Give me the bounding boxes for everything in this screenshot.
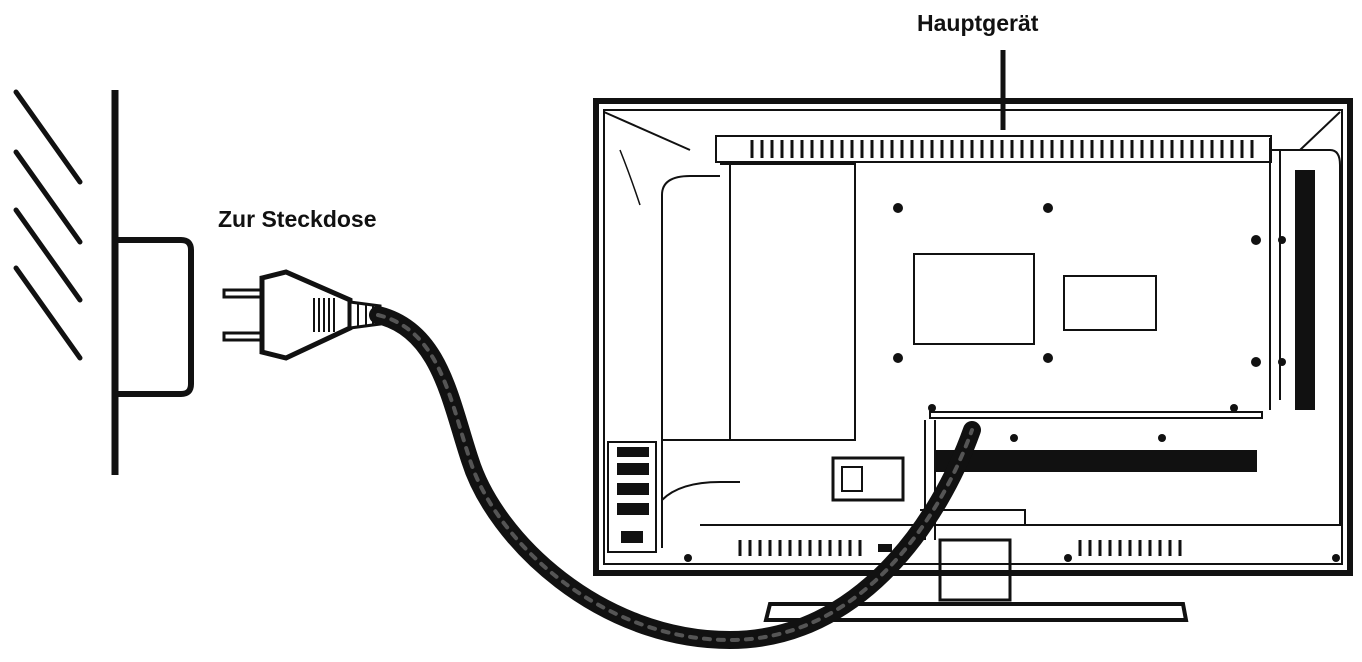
plug-body [259, 269, 353, 361]
top-vent-slots [750, 140, 1254, 158]
side-button-strip [1295, 170, 1315, 410]
power-plug-icon [222, 269, 382, 361]
tv-power-inlet [831, 456, 905, 502]
tv-frame [593, 98, 1353, 576]
socket-box [115, 237, 194, 397]
tv-rear-icon [593, 98, 1353, 576]
label-plate-large [913, 253, 1035, 345]
to-socket-label: Zur Steckdose [218, 206, 377, 232]
bottom-vent-left [738, 540, 862, 556]
vesa-screws [893, 203, 1286, 442]
main-unit-label: Hauptgerät [917, 10, 1039, 36]
plug-grip [313, 298, 335, 332]
side-ports [607, 441, 657, 553]
rear-connector-panel [935, 450, 1257, 472]
label-plate-small [1063, 275, 1157, 331]
wall-hatching [13, 89, 83, 361]
power-cable [369, 306, 981, 650]
bottom-vent-right [1078, 540, 1182, 556]
wall-socket-icon [13, 89, 194, 475]
